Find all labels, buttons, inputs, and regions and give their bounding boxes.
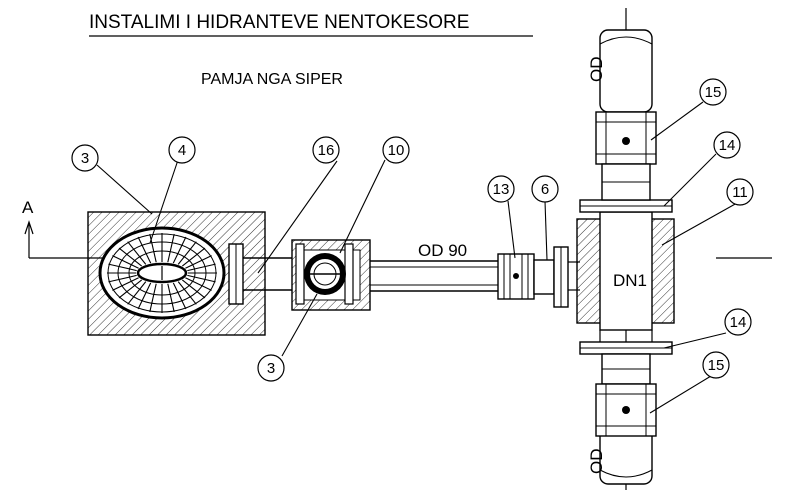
callout-bubbles: 3 4 16 10 3 13 6 15 14 11 14 15 bbox=[71, 78, 754, 382]
main-pipe-bottom-label: OD bbox=[587, 449, 606, 475]
callout-circle bbox=[312, 136, 340, 164]
callout-number: 3 bbox=[267, 360, 275, 377]
hydrant-chamber bbox=[87, 211, 266, 336]
callout-number: 10 bbox=[388, 142, 405, 159]
callout-circle bbox=[487, 175, 515, 203]
section-mark-label: A bbox=[22, 198, 34, 217]
callout-number: 14 bbox=[730, 314, 747, 331]
lower-coupling bbox=[595, 353, 657, 437]
callout-number: 6 bbox=[541, 181, 549, 198]
callout-circle bbox=[382, 136, 410, 164]
main-pipe-top-label: OD bbox=[587, 57, 606, 83]
callout-number: 11 bbox=[732, 184, 748, 201]
valve-box bbox=[291, 239, 371, 311]
od90-label: OD 90 bbox=[418, 241, 467, 260]
pipe-coupling bbox=[497, 246, 580, 308]
callout-circle bbox=[71, 144, 99, 172]
callout-number: 16 bbox=[318, 142, 335, 159]
connecting-pipe bbox=[243, 257, 292, 291]
drawing-title: INSTALIMI I HIDRANTEVE NENTOKESORE bbox=[89, 12, 469, 33]
main-pipe-dn-label: DN1 bbox=[613, 271, 647, 290]
od90-pipe: OD 90 bbox=[370, 241, 498, 292]
callout-circle bbox=[724, 308, 752, 336]
callout-circle bbox=[257, 354, 285, 382]
callout-number: 14 bbox=[719, 137, 736, 154]
callout-number: 4 bbox=[178, 142, 186, 159]
callout-circle bbox=[713, 131, 741, 159]
callout-circle bbox=[726, 178, 754, 206]
callout-circle bbox=[702, 351, 730, 379]
callout-circle bbox=[531, 175, 559, 203]
drawing-subtitle: PAMJA NGA SIPER bbox=[201, 71, 343, 88]
callout-circle bbox=[168, 136, 196, 164]
upper-coupling bbox=[595, 111, 657, 201]
callout-number: 13 bbox=[493, 181, 510, 198]
callout-leaders bbox=[96, 101, 738, 414]
callout-circle bbox=[699, 78, 727, 106]
callout-number: 3 bbox=[81, 150, 89, 167]
callout-number: 15 bbox=[705, 84, 722, 101]
callout-number: 15 bbox=[708, 357, 725, 374]
